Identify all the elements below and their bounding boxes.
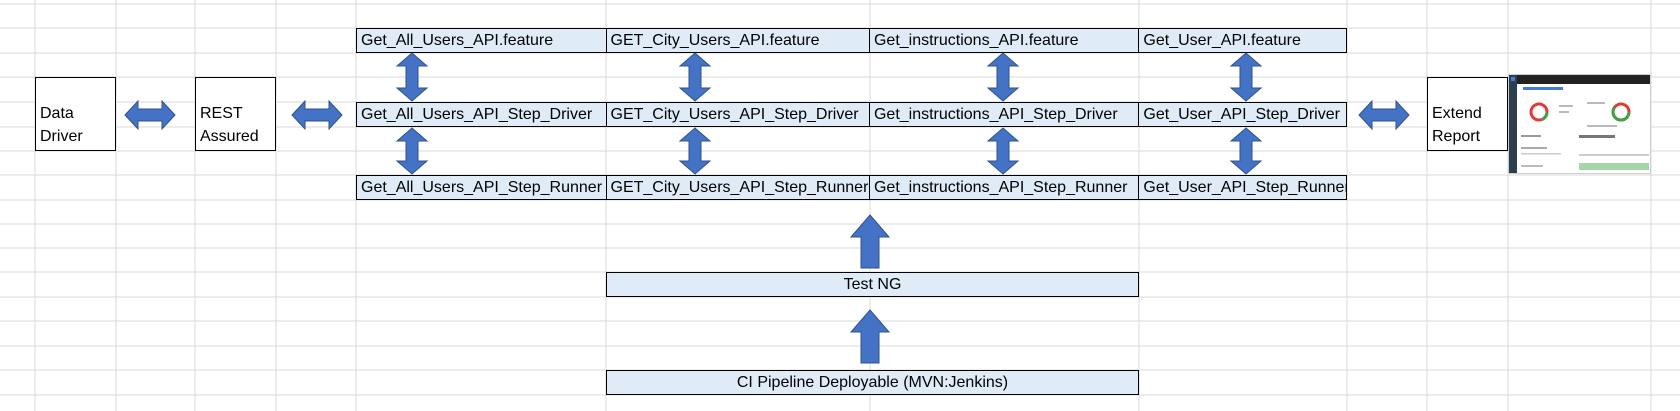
extend-report-label-line2: Report bbox=[1432, 128, 1481, 145]
rest-assured-box: REST Assured bbox=[195, 77, 276, 151]
step-runner-cell: Get_User_API_Step_Runner bbox=[1143, 178, 1346, 196]
ci-pipeline-label: CI Pipeline Deployable (MVN:Jenkins) bbox=[736, 373, 1009, 391]
rest-assured-label-line2: Assured bbox=[200, 128, 259, 145]
up-arrow-icon bbox=[849, 214, 891, 269]
double-arrow-horizontal-icon bbox=[1358, 99, 1410, 131]
double-arrow-vertical-icon bbox=[986, 127, 1020, 175]
testng-label: Test NG bbox=[843, 275, 902, 293]
step-driver-cell: Get_User_API_Step_Driver bbox=[1143, 105, 1340, 123]
step-runner-cell: Get_instructions_API_Step_Runner bbox=[870, 176, 1140, 199]
step-runner-cell: Get_All_Users_API_Step_Runner bbox=[357, 176, 607, 199]
report-screenshot-thumbnail bbox=[1508, 74, 1651, 174]
feature-file-cell: GET_City_Users_API.feature bbox=[607, 29, 870, 52]
step-runner-row: Get_All_Users_API_Step_Runner GET_City_U… bbox=[356, 175, 1347, 200]
step-driver-cell: Get_instructions_API_Step_Driver bbox=[870, 103, 1140, 126]
ci-pipeline-box: CI Pipeline Deployable (MVN:Jenkins) bbox=[606, 370, 1139, 395]
step-driver-cell: GET_City_Users_API_Step_Driver bbox=[607, 103, 870, 126]
step-driver-cell: Get_All_Users_API_Step_Driver bbox=[357, 103, 607, 126]
data-driver-label-line2: Driver bbox=[40, 128, 83, 145]
extend-report-box: Extend Report bbox=[1427, 77, 1508, 151]
feature-file-cell: Get_All_Users_API.feature bbox=[357, 29, 607, 52]
feature-file-cell: Get_User_API.feature bbox=[1143, 31, 1301, 49]
step-runner-cell: GET_City_Users_API_Step_Runner bbox=[607, 176, 870, 199]
double-arrow-vertical-icon bbox=[678, 52, 712, 102]
double-arrow-vertical-icon bbox=[395, 52, 429, 102]
data-driver-label-line1: Data bbox=[40, 105, 74, 122]
up-arrow-icon bbox=[849, 309, 891, 364]
data-driver-box: Data Driver bbox=[35, 77, 116, 151]
double-arrow-vertical-icon bbox=[1229, 52, 1263, 102]
step-driver-row: Get_All_Users_API_Step_Driver GET_City_U… bbox=[356, 102, 1347, 127]
rest-assured-label-line1: REST bbox=[200, 105, 243, 122]
double-arrow-vertical-icon bbox=[1229, 127, 1263, 175]
double-arrow-horizontal-icon bbox=[124, 99, 176, 131]
extend-report-label-line1: Extend bbox=[1432, 105, 1482, 122]
feature-file-cell: Get_instructions_API.feature bbox=[870, 29, 1140, 52]
double-arrow-vertical-icon bbox=[395, 127, 429, 175]
double-arrow-vertical-icon bbox=[986, 52, 1020, 102]
double-arrow-horizontal-icon bbox=[291, 99, 343, 131]
double-arrow-vertical-icon bbox=[678, 127, 712, 175]
feature-files-row: Get_All_Users_API.feature GET_City_Users… bbox=[356, 28, 1347, 53]
testng-box: Test NG bbox=[606, 272, 1139, 297]
